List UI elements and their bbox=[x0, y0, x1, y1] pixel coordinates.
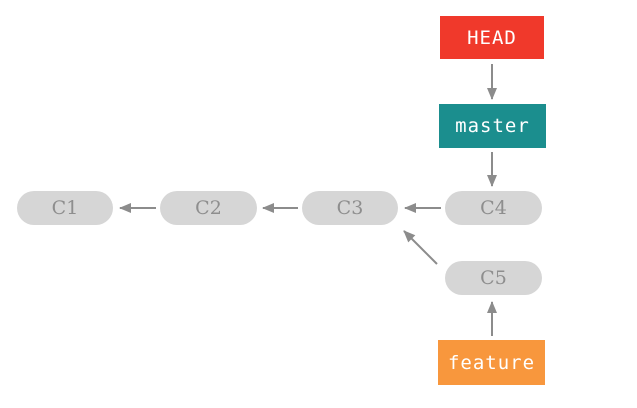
commit-label-c5: C5 bbox=[480, 267, 507, 289]
commit-label-c4: C4 bbox=[480, 197, 507, 219]
feature-branch-box: feature bbox=[438, 340, 545, 385]
commit-node-c4: C4 bbox=[445, 191, 542, 225]
master-branch-label: master bbox=[455, 115, 530, 137]
master-branch-box: master bbox=[439, 104, 546, 148]
commit-node-c5: C5 bbox=[445, 261, 542, 295]
commit-node-c2: C2 bbox=[160, 191, 257, 225]
head-ref-label: HEAD bbox=[467, 26, 517, 49]
edge-c5-to-c3 bbox=[403, 230, 438, 265]
feature-branch-label: feature bbox=[447, 351, 536, 374]
commit-label-c2: C2 bbox=[195, 197, 222, 219]
commit-node-c3: C3 bbox=[302, 191, 398, 225]
commit-label-c1: C1 bbox=[51, 197, 79, 219]
head-ref-box: HEAD bbox=[440, 16, 544, 59]
commit-node-c1: C1 bbox=[17, 191, 113, 225]
commit-label-c3: C3 bbox=[336, 197, 364, 219]
